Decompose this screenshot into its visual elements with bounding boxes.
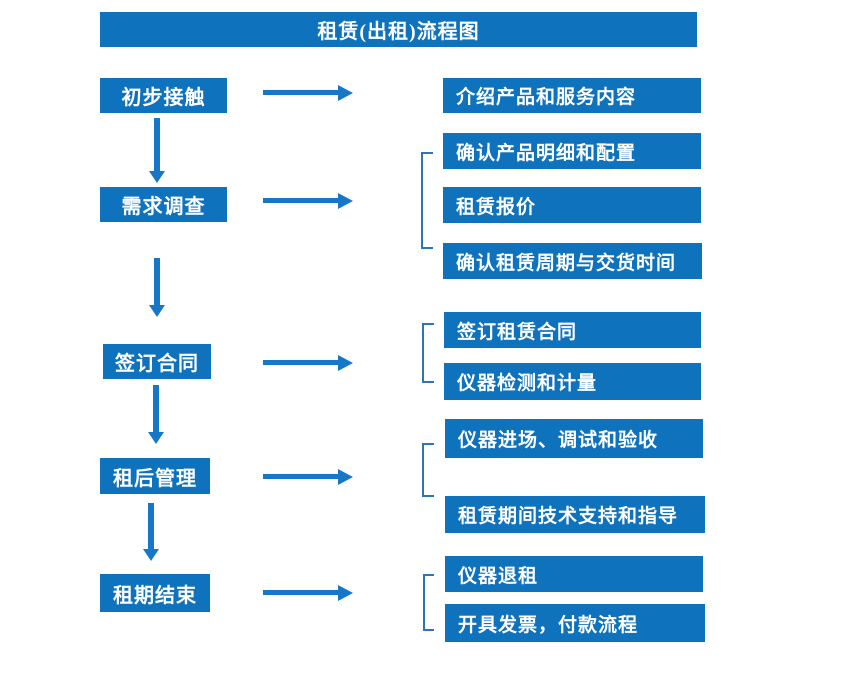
arrow-head-icon — [338, 469, 353, 485]
arrow-head-icon — [338, 85, 353, 101]
arrow-shaft — [263, 90, 339, 95]
arrow-shaft — [148, 503, 154, 549]
arrow-shaft — [154, 118, 160, 171]
stage-box-post-rental-management: 租后管理 — [100, 458, 210, 494]
output-box-instrument-return: 仪器退租 — [445, 556, 703, 592]
flowchart-title: 租赁(出租)流程图 — [100, 12, 697, 47]
bracket-stage2-outputs — [421, 152, 433, 249]
output-box-introduce-products: 介绍产品和服务内容 — [443, 78, 701, 113]
arrow-stage3-to-stage4 — [148, 385, 164, 444]
output-box-confirm-product-details: 确认产品明细和配置 — [443, 133, 701, 169]
output-box-instrument-testing: 仪器检测和计量 — [444, 363, 701, 400]
arrow-head-icon — [149, 305, 165, 317]
arrow-head-icon — [148, 432, 164, 444]
output-box-invoice-payment: 开具发票，付款流程 — [445, 604, 705, 642]
stage-box-demand-survey: 需求调查 — [100, 187, 227, 222]
stage-box-initial-contact: 初步接触 — [100, 78, 227, 113]
arrow-stage4-to-stage5 — [143, 503, 159, 561]
stage-box-rental-end: 租期结束 — [100, 574, 210, 612]
arrow-shaft — [263, 360, 339, 365]
arrow-head-icon — [143, 549, 159, 561]
arrow-head-icon — [149, 171, 165, 183]
output-box-rental-quotation: 租赁报价 — [443, 187, 701, 223]
arrow-stage1-to-outputs — [263, 85, 353, 101]
arrow-head-icon — [338, 355, 353, 371]
arrow-stage3-to-outputs — [263, 355, 353, 371]
arrow-shaft — [263, 198, 339, 203]
arrow-stage2-to-outputs — [263, 193, 353, 209]
arrow-shaft — [263, 474, 339, 479]
bracket-stage3-outputs — [422, 323, 434, 383]
output-box-instrument-setup-acceptance: 仪器进场、调试和验收 — [445, 419, 703, 458]
arrow-stage5-to-outputs — [263, 585, 353, 601]
arrow-head-icon — [338, 193, 353, 209]
arrow-stage4-to-outputs — [263, 469, 353, 485]
arrow-stage1-to-stage2 — [149, 118, 165, 183]
arrow-shaft — [153, 385, 159, 432]
bracket-stage4-outputs — [422, 443, 434, 497]
arrow-shaft — [263, 590, 339, 595]
output-box-technical-support: 租赁期间技术支持和指导 — [445, 496, 705, 533]
arrow-head-icon — [338, 585, 353, 601]
output-box-sign-rental-contract: 签订租赁合同 — [444, 312, 701, 348]
stage-box-sign-contract: 签订合同 — [103, 344, 211, 379]
bracket-stage5-outputs — [423, 574, 434, 631]
arrow-stage2-to-stage3 — [149, 258, 165, 317]
arrow-shaft — [154, 258, 160, 305]
output-box-confirm-rental-period: 确认租赁周期与交货时间 — [443, 243, 702, 279]
